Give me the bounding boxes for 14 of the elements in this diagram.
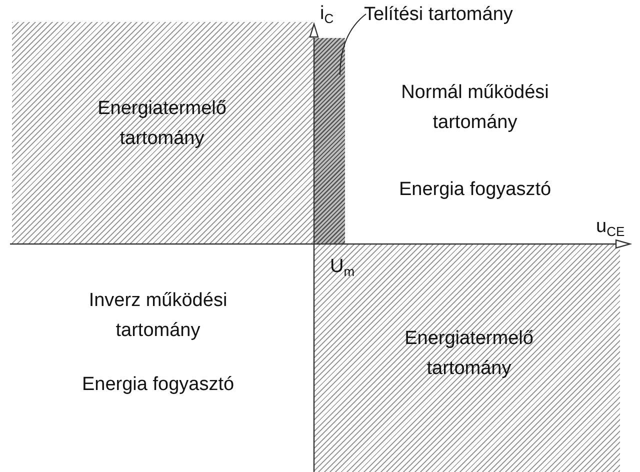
region-label: Energiatermelő tartomány (404, 327, 534, 381)
region-label: Energia fogyasztó (398, 178, 552, 202)
hatched-region (12, 22, 314, 244)
region-label: Inverz működési tartomány (88, 289, 228, 343)
tick-label: U$_{m}$ (330, 255, 356, 281)
region-label: Normál működési tartomány (400, 81, 550, 135)
callout-text: Telítési tartomány (364, 0, 614, 30)
saturation-strip (314, 38, 345, 244)
axis-label: i$_{C}$ (320, 2, 335, 28)
leader-line (340, 14, 366, 76)
region-label: Energia fogyasztó (80, 373, 236, 397)
region-label: Energiatermelő tartomány (96, 97, 228, 151)
hatched-region (314, 244, 620, 472)
axis-label: u$_{CE}$ (596, 215, 626, 241)
